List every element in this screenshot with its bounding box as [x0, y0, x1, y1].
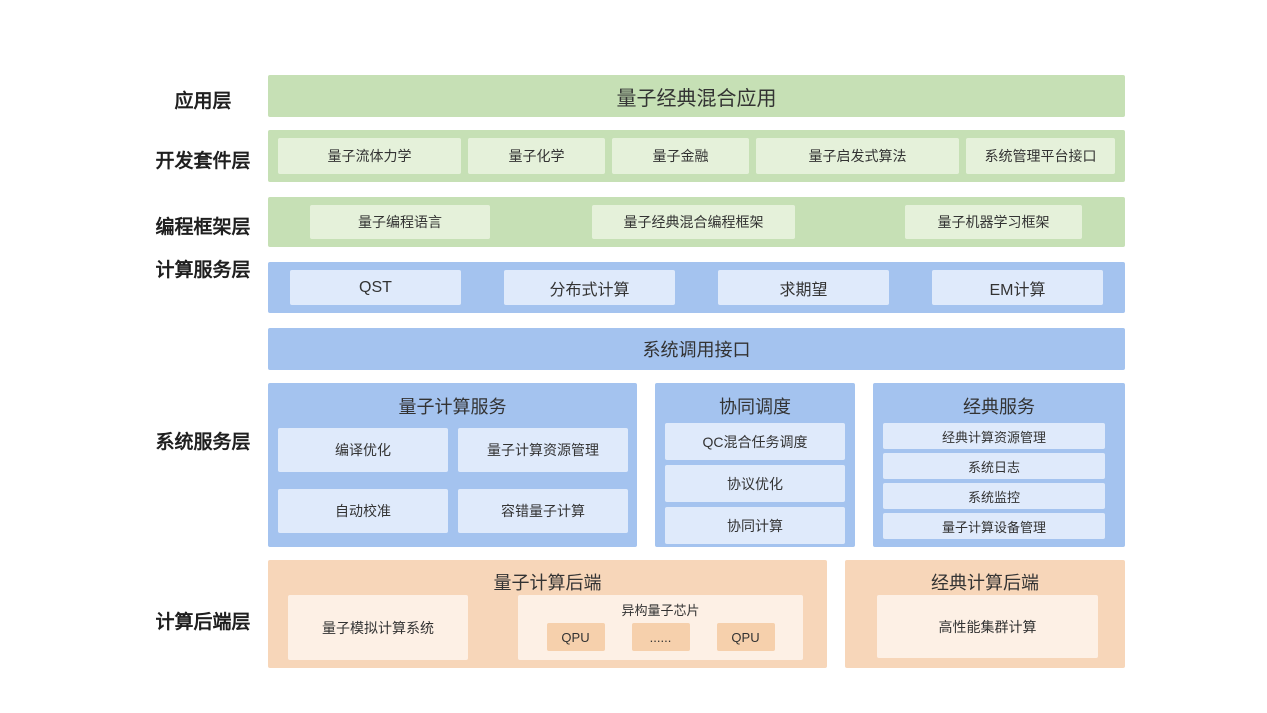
system-service-layer: 量子计算服务 编译优化 量子计算资源管理 自动校准 容错量子计算 协同调度 QC…	[268, 383, 1125, 547]
compute-item-distributed: 分布式计算	[504, 270, 675, 305]
compute-item-expectation: 求期望	[718, 270, 889, 305]
backend-layer: 量子计算后端 量子模拟计算系统 异构量子芯片 QPU ...... QPU 经典…	[268, 560, 1125, 668]
backend-quantum-title: 量子计算后端	[493, 573, 602, 593]
dev-kit-layer-bar: 量子流体力学 量子化学 量子金融 量子启发式算法 系统管理平台接口	[268, 130, 1125, 182]
layer-label-compute-service: 计算服务层	[155, 260, 251, 281]
application-layer-bar: 量子经典混合应用	[268, 75, 1125, 117]
framework-item-language: 量子编程语言	[310, 205, 490, 239]
service-item-protocol-optimization: 协议优化	[665, 465, 845, 502]
layer-label-dev-kit: 开发套件层	[155, 151, 251, 172]
dev-kit-item-finance: 量子金融	[612, 138, 749, 174]
syscall-title: 系统调用接口	[642, 340, 751, 360]
qpu-box: QPU	[716, 623, 775, 651]
service-item-auto-calibration: 自动校准	[278, 489, 448, 533]
layer-label-backend: 计算后端层	[155, 612, 251, 633]
service-item-co-computing: 协同计算	[665, 507, 845, 544]
group-title-schedule: 协同调度	[719, 397, 791, 417]
service-item-system-log: 系统日志	[883, 453, 1105, 479]
service-item-quantum-resource-mgmt: 量子计算资源管理	[458, 428, 628, 472]
syscall-interface-bar: 系统调用接口	[268, 328, 1125, 370]
framework-item-hybrid: 量子经典混合编程框架	[592, 205, 795, 239]
service-item-qc-task-schedule: QC混合任务调度	[665, 423, 845, 460]
layer-label-framework: 编程框架层	[155, 217, 251, 238]
service-item-system-monitor: 系统监控	[883, 483, 1105, 509]
chip-row: QPU ...... QPU	[518, 623, 803, 651]
group-title-quantum: 量子计算服务	[398, 397, 507, 417]
service-group-schedule: 协同调度 QC混合任务调度 协议优化 协同计算	[655, 383, 855, 547]
service-item-classical-resource-mgmt: 经典计算资源管理	[883, 423, 1105, 449]
layer-label-application: 应用层	[174, 91, 232, 112]
backend-classical-title: 经典计算后端	[931, 573, 1039, 593]
dev-kit-item-chemistry: 量子化学	[468, 138, 605, 174]
service-group-classical: 经典服务 经典计算资源管理 系统日志 系统监控 量子计算设备管理	[873, 383, 1125, 547]
backend-classical: 经典计算后端 高性能集群计算	[845, 560, 1125, 668]
dev-kit-item-fluid: 量子流体力学	[278, 138, 461, 174]
framework-item-qml: 量子机器学习框架	[905, 205, 1082, 239]
layer-label-system-service: 系统服务层	[155, 432, 251, 453]
group-title-classical: 经典服务	[963, 397, 1035, 417]
dev-kit-item-heuristic: 量子启发式算法	[756, 138, 959, 174]
dots-box: ......	[631, 623, 690, 651]
service-item-device-mgmt: 量子计算设备管理	[883, 513, 1105, 539]
service-item-fault-tolerant: 容错量子计算	[458, 489, 628, 533]
compute-service-layer-bar: QST 分布式计算 求期望 EM计算	[268, 262, 1125, 313]
service-item-compile-optimization: 编译优化	[278, 428, 448, 472]
service-group-quantum: 量子计算服务 编译优化 量子计算资源管理 自动校准 容错量子计算	[268, 383, 637, 547]
simulator-box: 量子模拟计算系统	[288, 595, 468, 660]
qpu-box: QPU	[546, 623, 605, 651]
hpc-box: 高性能集群计算	[877, 595, 1098, 658]
dev-kit-item-platform: 系统管理平台接口	[966, 138, 1115, 174]
backend-quantum: 量子计算后端 量子模拟计算系统 异构量子芯片 QPU ...... QPU	[268, 560, 827, 668]
compute-item-em: EM计算	[932, 270, 1103, 305]
application-title: 量子经典混合应用	[616, 87, 777, 110]
framework-layer-bar: 量子编程语言 量子经典混合编程框架 量子机器学习框架	[268, 197, 1125, 247]
chip-title: 异构量子芯片	[621, 603, 700, 618]
compute-item-qst: QST	[290, 270, 461, 305]
chip-box: 异构量子芯片 QPU ...... QPU	[518, 595, 803, 660]
